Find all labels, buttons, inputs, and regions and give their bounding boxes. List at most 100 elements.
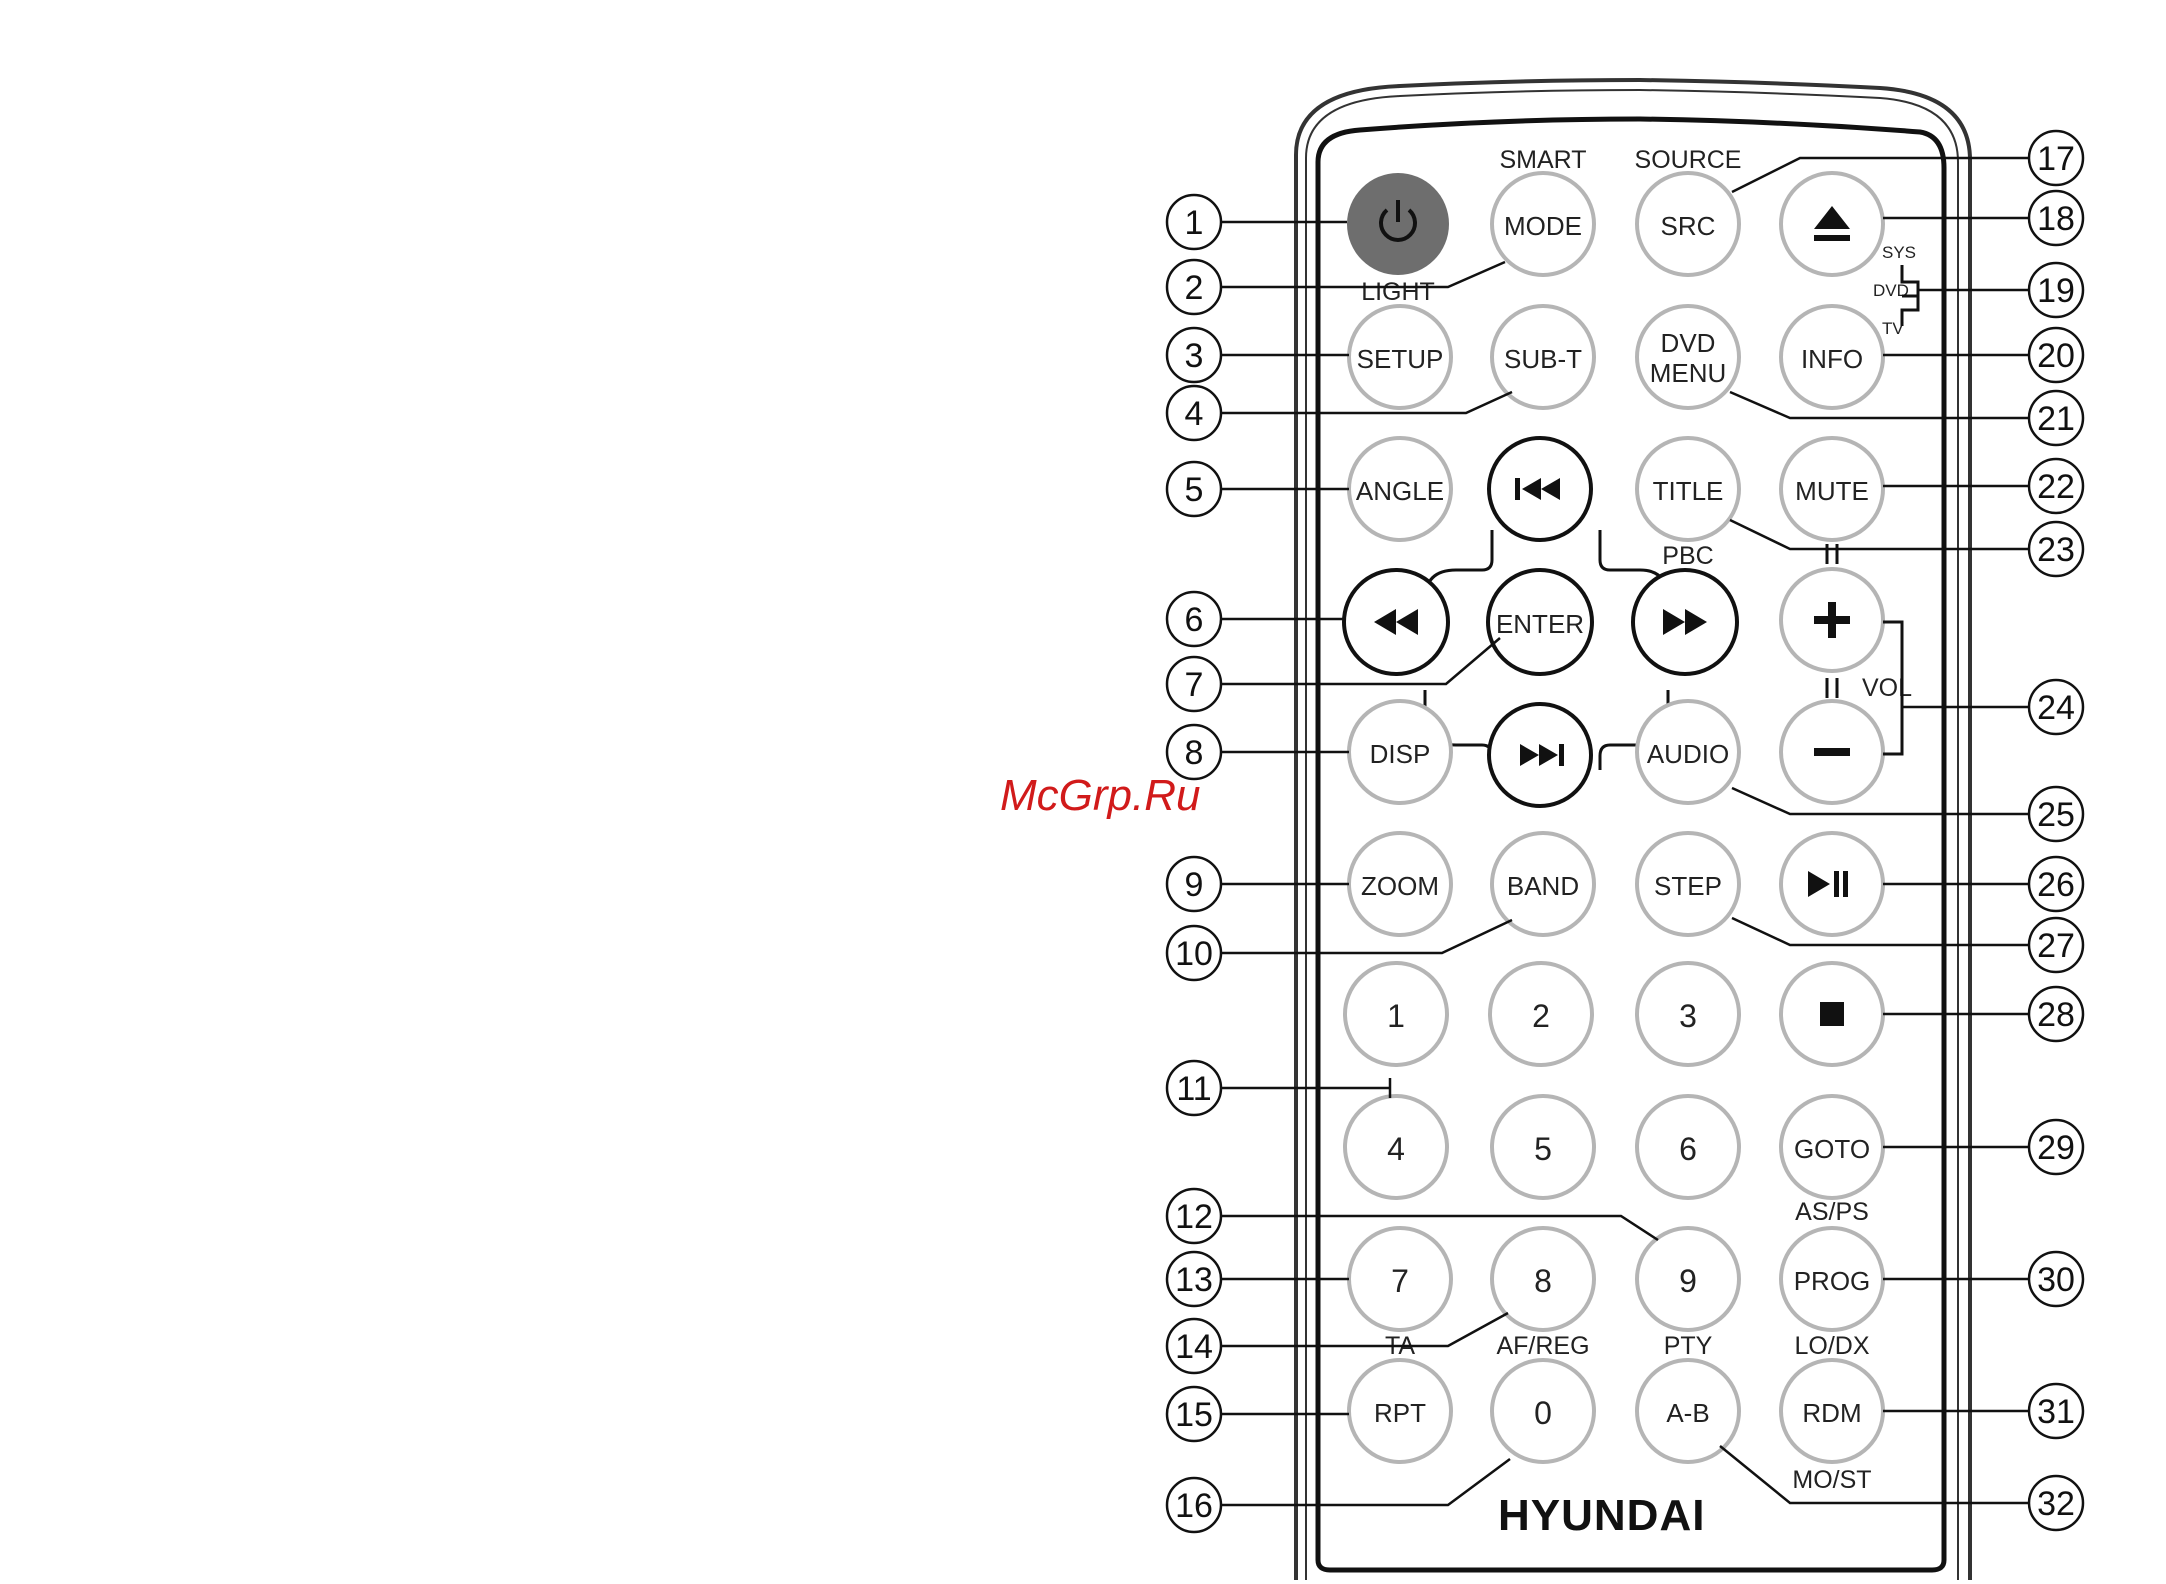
dvd-menu-label-line1: DVD bbox=[1661, 328, 1716, 358]
callout-13-number: 13 bbox=[1175, 1261, 1213, 1299]
step-button[interactable]: STEP bbox=[1637, 833, 1739, 935]
callout-16: 16 bbox=[1167, 1478, 1221, 1532]
prog-label: PROG bbox=[1794, 1266, 1871, 1296]
callout-30-number: 30 bbox=[2037, 1261, 2075, 1299]
number-0-label: 0 bbox=[1534, 1395, 1552, 1431]
angle-label: ANGLE bbox=[1356, 476, 1444, 506]
dvd-menu-button[interactable]: DVD MENU bbox=[1637, 306, 1739, 408]
volume-up-button[interactable] bbox=[1781, 569, 1883, 671]
info-label: INFO bbox=[1801, 344, 1863, 374]
mo-st-sublabel: MO/ST bbox=[1792, 1466, 1871, 1494]
number-0-button[interactable]: 0 bbox=[1492, 1360, 1594, 1462]
number-9-label: 9 bbox=[1679, 1263, 1697, 1299]
callout-12: 12 bbox=[1167, 1189, 1221, 1243]
number-3-button[interactable]: 3 bbox=[1637, 963, 1739, 1065]
minus-icon bbox=[1814, 748, 1850, 756]
stop-button[interactable] bbox=[1781, 963, 1883, 1065]
callout-28: 28 bbox=[2029, 987, 2083, 1041]
goto-button[interactable]: GOTO bbox=[1781, 1096, 1883, 1198]
callout-17: 17 bbox=[2029, 131, 2083, 185]
sys-sublabel: SYS bbox=[1882, 243, 1916, 262]
number-7-button[interactable]: 7 bbox=[1349, 1228, 1451, 1330]
callout-1-number: 1 bbox=[1185, 204, 1204, 242]
src-button[interactable]: SRC bbox=[1637, 173, 1739, 275]
callout-5: 5 bbox=[1167, 462, 1221, 516]
a-b-label: A-B bbox=[1666, 1398, 1709, 1428]
watermark: McGrp.Ru bbox=[1000, 771, 1200, 820]
pbc-sublabel: PBC bbox=[1662, 542, 1713, 570]
audio-label: AUDIO bbox=[1647, 739, 1729, 769]
callout-13: 13 bbox=[1167, 1252, 1221, 1306]
dvd-menu-label-line2: MENU bbox=[1650, 358, 1727, 388]
number-8-label: 8 bbox=[1534, 1263, 1552, 1299]
callout-24-number: 24 bbox=[2037, 689, 2075, 727]
enter-label: ENTER bbox=[1496, 609, 1584, 639]
mode-button[interactable]: MODE bbox=[1492, 173, 1594, 275]
callout-21: 21 bbox=[2029, 391, 2083, 445]
lo-dx-sublabel: LO/DX bbox=[1794, 1332, 1869, 1360]
number-4-button[interactable]: 4 bbox=[1345, 1096, 1447, 1198]
zoom-button[interactable]: ZOOM bbox=[1349, 833, 1451, 935]
setup-label: SETUP bbox=[1357, 344, 1444, 374]
callout-2-number: 2 bbox=[1185, 269, 1204, 307]
audio-button[interactable]: AUDIO bbox=[1637, 701, 1739, 803]
display-label: DISP bbox=[1370, 739, 1431, 769]
callout-10: 10 bbox=[1167, 926, 1221, 980]
callout-4: 4 bbox=[1167, 386, 1221, 440]
callout-1: 1 bbox=[1167, 195, 1221, 249]
callout-10-number: 10 bbox=[1175, 935, 1213, 973]
number-6-button[interactable]: 6 bbox=[1637, 1096, 1739, 1198]
title-button[interactable]: TITLE bbox=[1637, 438, 1739, 540]
prog-button[interactable]: PROG bbox=[1781, 1228, 1883, 1330]
number-9-button[interactable]: 9 bbox=[1637, 1228, 1739, 1330]
number-4-label: 4 bbox=[1387, 1131, 1405, 1167]
volume-down-button[interactable] bbox=[1781, 701, 1883, 803]
callout-22: 22 bbox=[2029, 459, 2083, 513]
number-1-label: 1 bbox=[1387, 998, 1405, 1034]
callout-20: 20 bbox=[2029, 328, 2083, 382]
callout-6: 6 bbox=[1167, 592, 1221, 646]
mode-label: MODE bbox=[1504, 211, 1582, 241]
band-button[interactable]: BAND bbox=[1492, 833, 1594, 935]
callout-21-number: 21 bbox=[2037, 400, 2075, 438]
callout-18-number: 18 bbox=[2037, 200, 2075, 238]
display-button[interactable]: DISP bbox=[1349, 701, 1451, 803]
as-ps-sublabel: AS/PS bbox=[1795, 1198, 1869, 1226]
callout-22-number: 22 bbox=[2037, 468, 2075, 506]
random-button[interactable]: RDM bbox=[1781, 1360, 1883, 1462]
callout-8-number: 8 bbox=[1185, 734, 1204, 772]
skip-previous-button[interactable] bbox=[1489, 438, 1591, 540]
repeat-button[interactable]: RPT bbox=[1349, 1360, 1451, 1462]
subtitle-button[interactable]: SUB-T bbox=[1492, 306, 1594, 408]
eject-button[interactable] bbox=[1781, 173, 1883, 275]
callout-25: 25 bbox=[2029, 787, 2083, 841]
a-b-button[interactable]: A-B bbox=[1637, 1360, 1739, 1462]
callout-27: 27 bbox=[2029, 918, 2083, 972]
callout-9: 9 bbox=[1167, 857, 1221, 911]
callout-8: 8 bbox=[1167, 725, 1221, 779]
play-pause-button[interactable] bbox=[1781, 833, 1883, 935]
number-5-button[interactable]: 5 bbox=[1492, 1096, 1594, 1198]
angle-button[interactable]: ANGLE bbox=[1349, 438, 1451, 540]
number-1-button[interactable]: 1 bbox=[1345, 963, 1447, 1065]
fast-forward-button[interactable] bbox=[1633, 570, 1737, 674]
light-sublabel: LIGHT bbox=[1361, 278, 1435, 306]
rewind-button[interactable] bbox=[1344, 570, 1448, 674]
callout-25-number: 25 bbox=[2037, 796, 2075, 834]
callout-5-number: 5 bbox=[1185, 471, 1204, 509]
setup-button[interactable]: SETUP bbox=[1349, 306, 1451, 408]
callout-24: 24 bbox=[2029, 680, 2083, 734]
title-label: TITLE bbox=[1653, 476, 1724, 506]
number-2-button[interactable]: 2 bbox=[1490, 963, 1592, 1065]
callout-18: 18 bbox=[2029, 191, 2083, 245]
number-6-label: 6 bbox=[1679, 1131, 1697, 1167]
enter-button[interactable]: ENTER bbox=[1488, 570, 1592, 674]
random-label: RDM bbox=[1802, 1398, 1861, 1428]
skip-next-button[interactable] bbox=[1489, 704, 1591, 806]
info-button[interactable]: INFO bbox=[1781, 306, 1883, 408]
mute-button[interactable]: MUTE bbox=[1781, 438, 1883, 540]
callout-6-number: 6 bbox=[1185, 601, 1204, 639]
power-button[interactable] bbox=[1347, 173, 1449, 275]
step-label: STEP bbox=[1654, 871, 1722, 901]
callout-14-number: 14 bbox=[1175, 1328, 1213, 1366]
